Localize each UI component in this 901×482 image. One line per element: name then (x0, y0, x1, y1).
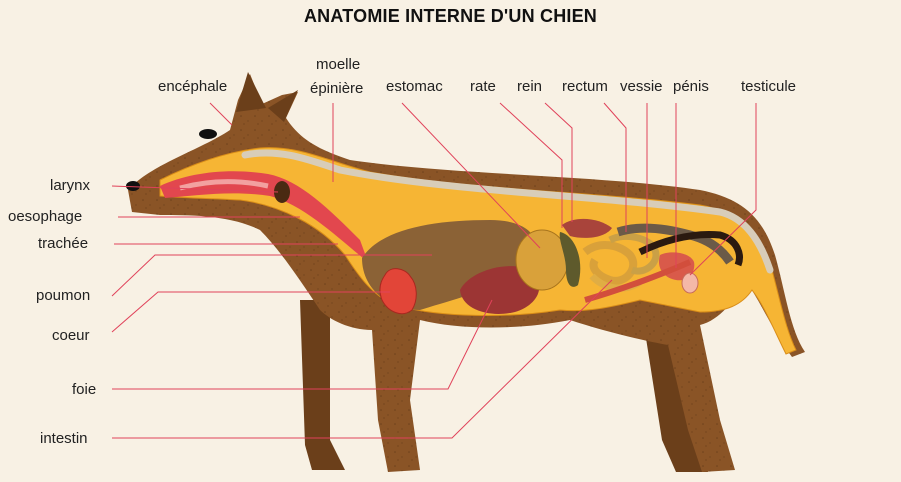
label-oesophage: oesophage (8, 208, 82, 225)
label-moelle-line1: moelle (316, 56, 360, 73)
label-poumon: poumon (36, 287, 90, 304)
eye (199, 129, 217, 139)
label-foie: foie (72, 381, 96, 398)
label-estomac: estomac (386, 78, 443, 95)
label-penis: pénis (673, 78, 709, 95)
label-intestin: intestin (40, 430, 88, 447)
label-trachee: trachée (38, 235, 88, 252)
leader-encephale (210, 103, 232, 125)
label-larynx: larynx (50, 177, 90, 194)
label-testicule: testicule (741, 78, 796, 95)
label-coeur: coeur (52, 327, 90, 344)
label-rectum: rectum (562, 78, 608, 95)
label-vessie: vessie (620, 78, 663, 95)
ear-left (236, 72, 266, 112)
label-encephale: encéphale (158, 78, 227, 95)
label-rein: rein (517, 78, 542, 95)
testicle-organ (682, 273, 698, 293)
label-moelle-line2: épinière (310, 80, 363, 97)
label-rate: rate (470, 78, 496, 95)
nose (126, 181, 140, 191)
